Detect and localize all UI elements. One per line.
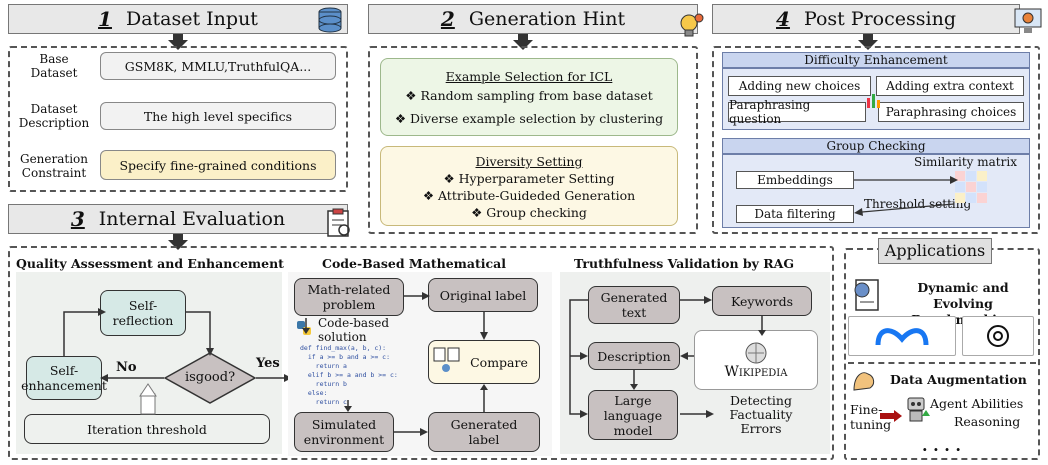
diversity-item: ❖ Group checking xyxy=(471,205,587,220)
dataset-input-panel xyxy=(8,46,348,192)
diversity-box: Diversity Setting ❖ Hyperparameter Setti… xyxy=(380,146,678,226)
quality-arrows xyxy=(63,308,292,415)
generation-constraint-field: Specify fine-grained conditions xyxy=(100,150,336,180)
iteration-threshold-box: Iteration threshold xyxy=(24,414,270,444)
fine-tuning-label: Fine- tuning xyxy=(850,402,892,432)
base-dataset-field: GSM8K, MMLU,TruthfulQA... xyxy=(100,52,336,80)
no-label: No xyxy=(116,360,137,375)
row-label-description: Dataset Description xyxy=(18,102,90,130)
internal-evaluation-header: 3 Internal Evaluation xyxy=(8,204,348,234)
embeddings-box: Embeddings xyxy=(736,171,854,189)
section-number: 1 xyxy=(98,7,112,31)
database-icon xyxy=(318,7,342,33)
generated-text-box: Generated text xyxy=(588,286,680,324)
data-filtering-box: Data filtering xyxy=(736,205,854,223)
openai-logo-icon xyxy=(987,325,1009,347)
wikipedia-label: Wikipedia xyxy=(724,363,788,380)
self-enhancement-box: Self- enhancement xyxy=(21,356,107,400)
section-number: 4 xyxy=(776,7,790,31)
more-ellipsis: . . . . xyxy=(922,436,961,455)
rag-arrows xyxy=(569,296,766,418)
dataset-description-field: The high level specifics xyxy=(100,102,336,130)
rag-title: Truthfulness Validation by RAG xyxy=(574,256,795,271)
quality-title: Quality Assessment and Enhancement xyxy=(16,256,284,271)
arrow-down xyxy=(513,34,533,50)
math-arrows xyxy=(302,292,488,436)
generated-label-box: Generated label xyxy=(428,412,540,452)
compare-box: Compare xyxy=(428,340,540,384)
self-reflection-box: Self- reflection xyxy=(100,290,186,336)
red-arrow-icon xyxy=(880,410,902,422)
icl-box: Example Selection for ICL ❖ Random sampl… xyxy=(380,58,678,136)
meta-logo-icon xyxy=(875,328,929,346)
arrow-down xyxy=(168,34,188,50)
muscle-icon xyxy=(853,372,875,391)
dataset-input-header: 1 Dataset Input xyxy=(8,4,348,34)
description-box: Description xyxy=(588,342,680,370)
difficulty-item: Adding new choices xyxy=(728,76,871,96)
applications-title: Applications xyxy=(878,238,992,264)
math-problem-box: Math-related problem xyxy=(294,278,404,316)
compare-label: Compare xyxy=(470,354,528,370)
wikipedia-globe-icon xyxy=(745,342,767,363)
openai-logo-box xyxy=(962,316,1034,356)
monitor-gear-icon xyxy=(1014,8,1042,33)
row-label-constraint: Generation Constraint xyxy=(19,152,89,180)
meta-logo-box xyxy=(848,316,956,356)
section-number: 2 xyxy=(440,7,455,31)
decision-diamond xyxy=(164,352,256,404)
keywords-box: Keywords xyxy=(712,286,812,316)
internal-evaluation-panel xyxy=(8,246,834,460)
code-snippet: def find_max(a, b, c): if a >= b and a >… xyxy=(300,344,398,406)
arrow-down xyxy=(168,234,188,250)
section-title: Dataset Input xyxy=(125,8,258,30)
arrow-down xyxy=(858,34,878,50)
generation-hint-header: 2 Generation Hint xyxy=(368,4,698,34)
section-number: 3 xyxy=(70,207,85,231)
post-processing-header: 4 Post Processing xyxy=(712,4,1020,34)
difficulty-item: Paraphrasing question xyxy=(728,98,866,126)
group-checking-header: Group Checking xyxy=(722,138,1030,154)
original-label-box: Original label xyxy=(428,278,538,312)
matrix-icon xyxy=(955,171,987,203)
robot-icon xyxy=(907,397,930,422)
diversity-item: ❖ Attribute-Guideded Generation xyxy=(422,188,636,203)
section-title: Internal Evaluation xyxy=(98,208,286,230)
decision-label: isgood? xyxy=(184,370,236,385)
icl-item: ❖ Random sampling from base dataset xyxy=(405,88,653,103)
icl-title: Example Selection for ICL xyxy=(445,69,613,84)
difficulty-header: Difficulty Enhancement xyxy=(722,52,1030,68)
icl-item: ❖ Diverse example selection by clusterin… xyxy=(394,111,664,126)
difficulty-item: Adding extra context xyxy=(876,76,1024,96)
section-title: Post Processing xyxy=(803,8,956,30)
lightbulb-icon xyxy=(680,13,704,37)
generation-hint-panel xyxy=(368,46,698,234)
row-label-base: Base Dataset xyxy=(30,52,78,80)
threshold-setting-label: Threshold setting xyxy=(864,197,972,211)
applications-divider xyxy=(848,362,1036,364)
section-title: Generation Hint xyxy=(468,8,626,30)
wikipedia-logo: Wikipedia xyxy=(694,330,818,390)
post-processing-panel xyxy=(712,46,1040,234)
simulated-env-box: Simulated environment xyxy=(294,412,394,452)
agent-abilities-label: Agent Abilities xyxy=(930,396,1024,411)
similarity-matrix-label: Similarity matrix xyxy=(914,155,1017,169)
diversity-item: ❖ Hyperparameter Setting xyxy=(443,171,615,186)
difficulty-item: Paraphrasing choices xyxy=(878,102,1024,122)
yes-label: Yes xyxy=(256,356,280,371)
compare-icon xyxy=(433,347,460,372)
code-solution-label: Code-based solution xyxy=(318,316,390,344)
math-title: Code-Based Mathematical xyxy=(322,256,506,271)
puzzle-icon xyxy=(867,94,880,108)
clipboard-icon xyxy=(327,208,350,237)
reasoning-label: Reasoning xyxy=(954,414,1021,429)
group-arrows xyxy=(854,176,958,216)
data-augmentation-label: Data Augmentation xyxy=(890,372,1027,387)
diversity-title: Diversity Setting xyxy=(475,154,583,169)
benchmark-icon xyxy=(854,279,879,311)
detect-label: Detecting Factuality Errors xyxy=(729,393,793,436)
llm-box: Large language model xyxy=(588,390,678,440)
